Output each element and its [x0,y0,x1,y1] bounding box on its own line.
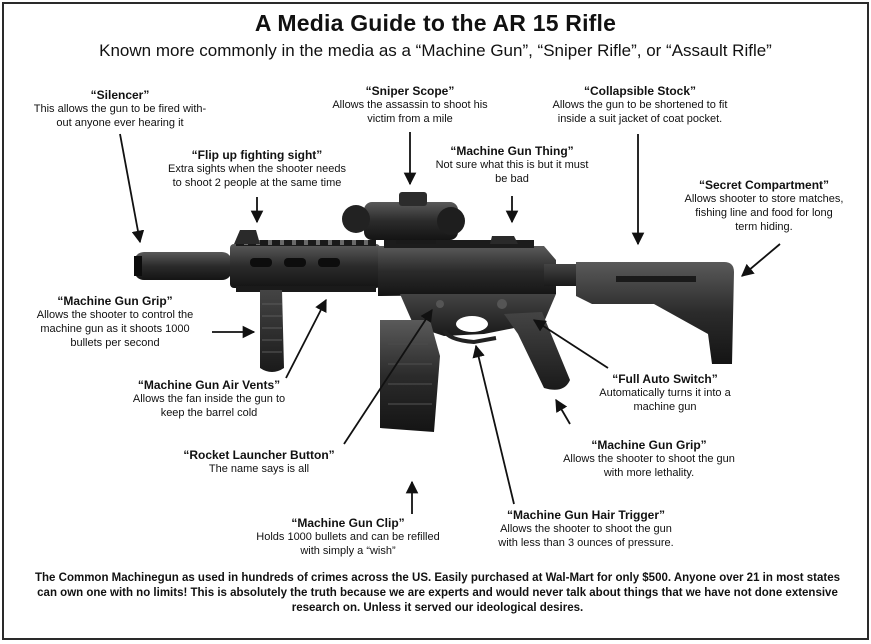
annotation-text: Allows the fan inside the gun to keep th… [132,393,286,419]
annotation-text: Extra sights when the shooter needs to s… [168,163,346,189]
annotation-heading: “Collapsible Stock” [583,84,697,98]
silencer-part [134,252,232,280]
annotation-text: The name says is all [208,463,310,475]
arrow-rocket-button [343,308,433,445]
annotation-machine-gun-clip: “Machine Gun Clip” Holds 1000 bullets an… [230,516,466,558]
annotation-heading: “Machine Gun Thing” [450,144,574,158]
annotation-heading: “Machine Gun Grip” [591,438,707,452]
annotation-air-vents: “Machine Gun Air Vents” Allows the fan i… [114,378,304,420]
page-title: A Media Guide to the AR 15 Rifle [254,10,617,36]
annotation-secret-compartment: “Secret Compartment” Allows shooter to s… [664,178,864,234]
annotation-text: Holds 1000 bullets and can be refilled w… [256,531,440,557]
annotation-heading: “Secret Compartment” [698,178,830,192]
rifle-diagram [119,132,781,514]
arrow-hair-trigger [472,344,515,505]
handguard-part [230,244,380,288]
annotation-text: Allows the shooter to shoot the gun with… [563,453,735,479]
upper-receiver-part [378,246,556,296]
annotation-full-auto-switch: “Full Auto Switch” Automatically turns i… [580,372,750,414]
footer-text: The Common Machinegun as used in hundred… [35,572,840,614]
annotation-heading: “Rocket Launcher Button” [183,448,335,462]
flip-up-sight-part [234,230,260,244]
arrow-full-auto [532,319,609,369]
annotation-text: Allows the shooter to shoot the gun with… [498,523,674,549]
annotation-grip-right: “Machine Gun Grip” Allows the shooter to… [536,438,762,480]
annotation-heading: “Machine Gun Grip” [57,294,173,308]
annotation-heading: “Sniper Scope” [365,84,455,98]
arrow-silencer [119,133,145,244]
annotation-collapsible-stock: “Collapsible Stock” Allows the gun to be… [532,84,748,126]
callout-arrows [119,132,781,514]
annotation-hair-trigger: “Machine Gun Hair Trigger” Allows the sh… [466,508,706,550]
annotation-text: Allows the assassin to shoot his victim … [332,99,488,125]
annotation-grip-left: “Machine Gun Grip” Allows the shooter to… [18,294,212,350]
page-subtitle: Known more commonly in the media as a “M… [99,41,772,60]
arrow-grip-right [555,398,571,425]
arrow-air-vents [285,298,327,379]
annotation-rocket-launcher-button: “Rocket Launcher Button” The name says i… [164,448,354,476]
annotation-heading: “Machine Gun Hair Trigger” [506,508,666,522]
stock-part [576,262,734,364]
annotation-sniper-scope: “Sniper Scope” Allows the assassin to sh… [302,84,518,126]
annotation-silencer: “Silencer” This allows the gun to be fir… [20,88,220,130]
annotation-text: Automatically turns it into a machine gu… [599,387,731,413]
annotation-flip-up-sight: “Flip up fighting sight” Extra sights wh… [144,148,370,190]
annotation-heading: “Silencer” [90,88,150,102]
scope-part [342,192,465,244]
annotation-machine-gun-thing: “Machine Gun Thing” Not sure what this i… [420,144,604,186]
annotation-heading: “Machine Gun Air Vents” [137,378,281,392]
annotation-text: Allows shooter to store matches, fishing… [684,193,844,233]
pistol-grip-part [504,312,570,390]
annotation-text: Not sure what this is but it must be bad [435,159,589,185]
annotation-heading: “Machine Gun Clip” [291,516,405,530]
fore-grip-part [260,290,284,372]
arrow-compartment [741,243,781,277]
annotation-text: Allows the gun to be shortened to fit in… [552,99,728,125]
annotation-heading: “Flip up fighting sight” [191,148,323,162]
annotation-text: This allows the gun to be fired with- ou… [33,103,207,129]
annotation-text: Allows the shooter to control the machin… [36,309,194,349]
rifle-illustration [134,192,734,432]
annotation-heading: “Full Auto Switch” [612,372,718,386]
